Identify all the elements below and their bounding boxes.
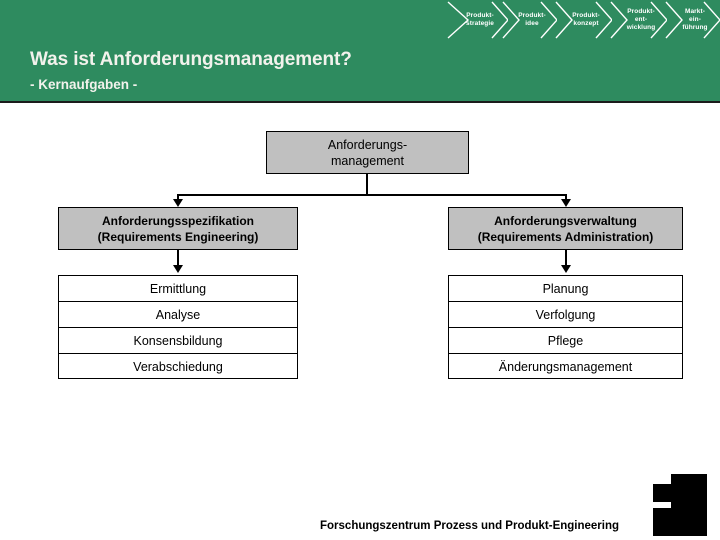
process-chevron-label: Produkt- konzept	[572, 12, 600, 27]
task-list-item[interactable]: Ermittlung	[59, 276, 297, 302]
process-chevron-label: Produkt- idee	[518, 12, 546, 27]
connector-split-bar	[177, 194, 567, 196]
process-chevron-produktidee[interactable]: Produkt- idee	[501, 0, 557, 40]
task-list-item[interactable]: Konsensbildung	[59, 328, 297, 354]
process-chevron-produktkonzept[interactable]: Produkt- konzept	[554, 0, 612, 40]
task-list-item[interactable]: Analyse	[59, 302, 297, 328]
task-item-label: Analyse	[155, 307, 201, 322]
arrow-head-right	[561, 199, 571, 207]
process-chevron-label: Markt- ein- führung	[682, 8, 708, 31]
task-item-label: Änderungsmanagement	[498, 360, 633, 374]
task-item-label: Konsensbildung	[133, 333, 223, 348]
root-box-anforderungsmanagement[interactable]: Anforderungs- management	[266, 131, 469, 174]
process-chevron-bar: Produkt- strategie Produkt- idee Produkt…	[446, 0, 720, 40]
task-item-label: Pflege	[547, 333, 584, 348]
connector-left-to-list	[177, 250, 179, 267]
branch-box-label: Anforderungsverwaltung (Requirements Adm…	[477, 213, 654, 244]
root-box-label: Anforderungs- management	[327, 137, 408, 168]
arrow-head-right-list	[561, 265, 571, 273]
task-list-item[interactable]: Änderungsmanagement	[449, 354, 682, 380]
task-list-anforderungsverwaltung: Planung Verfolgung Pflege Änderungsmanag…	[448, 275, 683, 379]
footer-text: Forschungszentrum Prozess und Produkt-En…	[320, 520, 620, 532]
process-chevron-markteinfuehrung[interactable]: Markt- ein- führung	[664, 0, 720, 40]
task-list-item[interactable]: Planung	[449, 276, 682, 302]
task-list-item[interactable]: Pflege	[449, 328, 682, 354]
task-item-label: Ermittlung	[149, 281, 207, 296]
branch-box-anforderungsspezifikation[interactable]: Anforderungsspezifikation (Requirements …	[58, 207, 298, 250]
process-chevron-label: Produkt- ent- wicklung	[626, 8, 656, 31]
task-item-label: Planung	[542, 281, 589, 296]
branch-box-label: Anforderungsspezifikation (Requirements …	[97, 213, 259, 244]
task-item-label: Verfolgung	[535, 307, 596, 322]
page-subtitle: - Kernaufgaben -	[30, 77, 138, 92]
connector-root-stem	[366, 174, 368, 196]
task-item-label: Verabschiedung	[133, 360, 223, 374]
page-title: Was ist Anforderungsmanagement?	[30, 49, 352, 70]
task-list-item[interactable]: Verfolgung	[449, 302, 682, 328]
arrow-head-left	[173, 199, 183, 207]
connector-right-to-list	[565, 250, 567, 267]
fzppe-logo-icon	[653, 474, 707, 536]
branch-box-anforderungsverwaltung[interactable]: Anforderungsverwaltung (Requirements Adm…	[448, 207, 683, 250]
task-list-anforderungsspezifikation: Ermittlung Analyse Konsensbildung Verabs…	[58, 275, 298, 379]
process-chevron-produktstrategie[interactable]: Produkt- strategie	[446, 0, 508, 40]
process-chevron-label: Produkt- strategie	[466, 12, 494, 27]
arrow-head-left-list	[173, 265, 183, 273]
task-list-item[interactable]: Verabschiedung	[59, 354, 297, 380]
process-chevron-produktentwicklung[interactable]: Produkt- ent- wicklung	[609, 0, 667, 40]
